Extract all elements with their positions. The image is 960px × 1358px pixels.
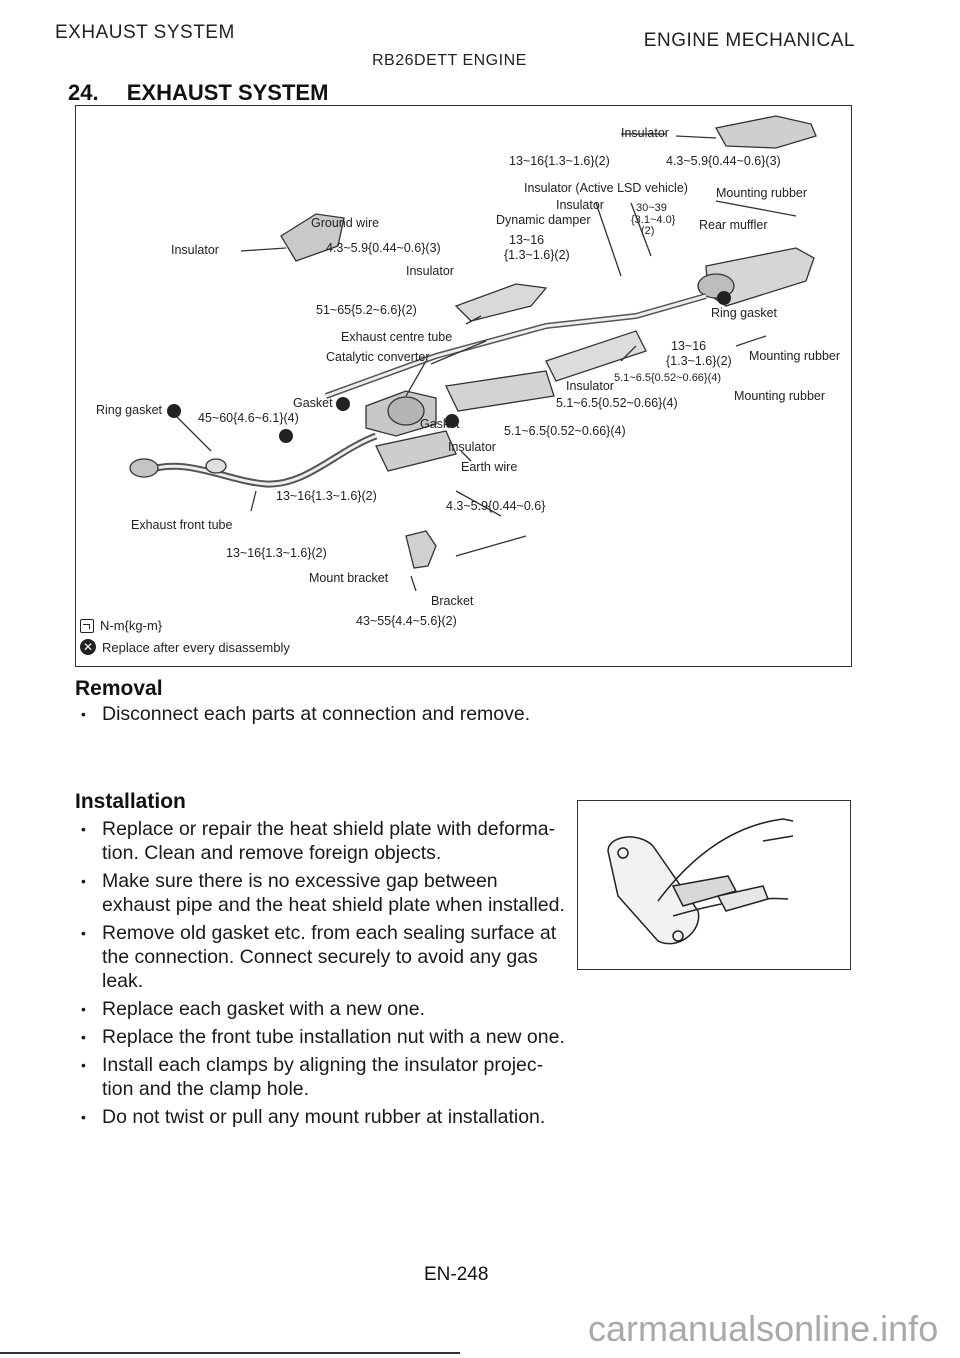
exhaust-diagram-drawing [129, 115, 817, 592]
label-torque-4-3-c: 4.3~5.9{0.44~0.6} [446, 499, 546, 513]
label-torque-5-1-c: 5.1~6.5{0.52~0.66}(4) [504, 424, 626, 438]
label-ring-gasket-left: Ring gasket [96, 403, 163, 417]
label-mounting-rubber-top: Mounting rubber [716, 186, 808, 200]
replace-icon-ring-gasket-right [717, 291, 731, 305]
installation-item: Replace or repair the heat shield plate … [75, 817, 565, 865]
installation-item: Install each clamps by aligning the insu… [75, 1053, 565, 1101]
label-mounting-rubber-lower: Mounting rubber [734, 389, 826, 403]
section-number: 24. [68, 80, 99, 105]
label-insulator-lower: Insulator [566, 379, 614, 393]
header-left: EXHAUST SYSTEM [55, 22, 235, 43]
legend-replace: ✕ Replace after every disassembly [80, 639, 290, 655]
legend-replace-text: Replace after every disassembly [102, 639, 290, 655]
legend-torque: N-m{kg-m} [80, 618, 162, 633]
flange-shape [607, 836, 700, 945]
installation-item: Do not twist or pull any mount rubber at… [75, 1105, 565, 1129]
replace-icon-gasket-a [336, 397, 350, 411]
label-ring-gasket-right: Ring gasket [711, 306, 778, 320]
header-center: RB26DETT ENGINE [372, 52, 527, 69]
label-insulator-center: Insulator [406, 264, 454, 278]
installation-item: Make sure there is no excessive gap betw… [75, 869, 565, 917]
installation-heading: Installation [75, 790, 186, 813]
installation-list: Replace or repair the heat shield plate … [75, 817, 565, 1133]
removal-heading: Removal [75, 677, 163, 700]
label-torque-13-16-d: 13~16{1.3~1.6}(2) [276, 489, 377, 503]
header-right: ENGINE MECHANICAL [643, 30, 855, 51]
label-insulator-bottom: Insulator [448, 440, 496, 454]
label-mount-bracket: Mount bracket [309, 571, 389, 585]
label-torque-4-3-a: 4.3~5.9{0.44~0.6}(3) [666, 154, 781, 168]
insulator-top-shape [714, 115, 817, 149]
replace-icon-gasket-b [445, 414, 459, 428]
label-bracket: Bracket [431, 594, 474, 608]
mount-bracket-shape [405, 530, 437, 569]
installation-item: Replace each gasket with a new one. [75, 997, 565, 1021]
label-torque-13-16-c: 13~16 [671, 339, 707, 353]
installation-item: Remove old gasket etc. from each sealing… [75, 921, 565, 993]
label-gasket-a: Gasket [293, 396, 333, 410]
clamp-shape [671, 875, 738, 907]
section-title: 24. EXHAUST SYSTEM [68, 80, 328, 106]
label-torque-5-1-a: 5.1~6.5{0.52~0.66}(4) [614, 372, 722, 384]
label-insulator-left: Insulator [171, 243, 219, 257]
label-dynamic-damper: Dynamic damper [496, 213, 591, 227]
removal-list: Disconnect each parts at connection and … [75, 702, 565, 730]
insulator-center-shape [454, 283, 548, 322]
exhaust-front-tube-shape [144, 432, 378, 488]
label-torque-43-55: 43~55{4.4~5.6}(2) [356, 614, 457, 628]
torque-wrench-icon [80, 618, 94, 633]
label-ground-wire: Ground wire [311, 216, 380, 230]
replace-icon: ✕ [80, 639, 96, 655]
footer-rule [0, 1352, 460, 1354]
watermark: carmanualsonline.info [588, 1308, 939, 1349]
label-rear-muffler: Rear muffler [699, 218, 768, 232]
label-exhaust-centre-tube: Exhaust centre tube [341, 330, 453, 344]
removal-item: Disconnect each parts at connection and … [75, 702, 565, 726]
label-torque-13-16-b: 13~16 [509, 233, 545, 247]
label-torque-4-3-b: 4.3~5.9{0.44~0.6}(3) [326, 241, 441, 255]
exhaust-diagram: Insulator 13~16{1.3~1.6}(2) 4.3~5.9{0.44… [75, 105, 852, 667]
insulator-left-shape [280, 213, 345, 262]
hand-shape [657, 818, 794, 902]
installation-item: Replace the front tube installation nut … [75, 1025, 565, 1049]
label-torque-5-1-b: 5.1~6.5{0.52~0.66}(4) [556, 396, 678, 410]
section-title-text: EXHAUST SYSTEM [126, 80, 329, 105]
replace-icon-ring-gasket-left [167, 404, 181, 418]
label-mounting-rubber-right: Mounting rubber [749, 349, 841, 363]
label-insulator-top: Insulator [621, 126, 669, 140]
legend-torque-text: N-m{kg-m} [100, 618, 163, 633]
label-torque-13-16-a: 13~16{1.3~1.6}(2) [509, 154, 610, 168]
label-insulator-active-lsd: Insulator (Active LSD vehicle) [524, 181, 688, 195]
label-torque-1-3-1-6-b: {1.3~1.6}(2) [504, 248, 570, 262]
label-torque-3-1-4-0: {3.1~4.0} [631, 214, 676, 226]
label-insulator-mid: Insulator [556, 198, 604, 212]
replace-icon-front-tube-nut [279, 429, 293, 443]
label-catalytic-converter: Catalytic converter [326, 350, 430, 364]
label-torque-51-65: 51~65{5.2~6.6}(2) [316, 303, 417, 317]
page-number: EN-248 [424, 1264, 489, 1285]
label-exhaust-front-tube: Exhaust front tube [131, 518, 233, 532]
label-torque-45-60: 45~60{4.6~6.1}(4) [198, 411, 299, 425]
clamp-installation-illustration [577, 800, 851, 970]
label-gasket-b: Gasket [420, 417, 460, 431]
label-earth-wire: Earth wire [461, 460, 518, 474]
label-torque-1-3-1-6-c: {1.3~1.6}(2) [666, 354, 732, 368]
label-torque-2: (2) [641, 225, 655, 237]
label-torque-13-16-e: 13~16{1.3~1.6}(2) [226, 546, 327, 560]
insulator-lower-shape [375, 430, 457, 472]
clamp-illustration-drawing [607, 818, 794, 945]
label-torque-30-39: 30~39 [636, 202, 667, 214]
